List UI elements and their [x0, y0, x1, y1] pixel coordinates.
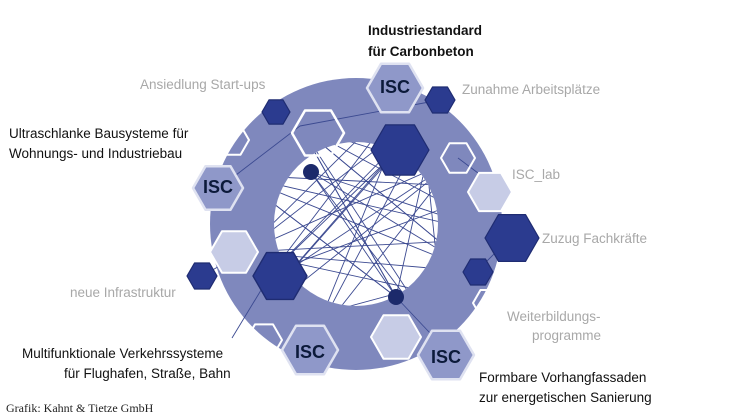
- image-credit: Grafik: Kahnt & Tietze GmbH: [6, 401, 154, 415]
- connection-line: [299, 99, 441, 127]
- connection-line: [310, 171, 438, 273]
- connection-line: [274, 142, 438, 306]
- connection-line: [235, 125, 301, 176]
- label-weiterbildung-line2: programme: [532, 328, 602, 343]
- isc-label-bottom-right: ISC: [431, 347, 461, 367]
- isc-label-top: ISC: [380, 77, 410, 97]
- isc-label-left: ISC: [203, 177, 233, 197]
- hex-isc-bottom-left: [280, 324, 340, 376]
- connection-line: [274, 237, 438, 253]
- hex-small-dark-left-top: [261, 99, 291, 125]
- node-dot-lower: [388, 289, 404, 305]
- connection-line: [274, 142, 419, 273]
- hex-outline-bottom-left: [245, 323, 283, 357]
- connection-line: [274, 147, 401, 273]
- hex-light-bottom: [370, 314, 422, 360]
- label-isc-lab: ISC_lab: [512, 167, 561, 182]
- hex-large-dark-center: [370, 124, 430, 176]
- hex-isc-bottom-right: [416, 329, 476, 381]
- hex-outline-far-left: [214, 124, 250, 156]
- connection-line: [299, 142, 438, 273]
- hex-light-left: [209, 230, 259, 274]
- label-industriestandard-line2: für Carbonbeton: [368, 44, 474, 59]
- connection-line: [299, 142, 438, 306]
- connection-line: [274, 142, 438, 273]
- hex-outline-upper-left: [290, 109, 346, 157]
- hex-small-dark-infrastruktur: [186, 262, 218, 290]
- connection-line: [274, 147, 401, 306]
- label-verkehrssysteme-line2: für Flughafen, Straße, Bahn: [64, 366, 231, 381]
- label-neue-infrastruktur: neue Infrastruktur: [70, 285, 176, 300]
- hex-light-isc-lab: [467, 171, 513, 213]
- label-ansiedlung-startups: Ansiedlung Start-ups: [140, 77, 266, 92]
- label-weiterbildung-line1: Weiterbildungs-: [507, 309, 601, 324]
- connection-line: [310, 171, 397, 298]
- connection-line: [274, 187, 438, 273]
- connection-line: [274, 174, 397, 298]
- label-vorhangfassaden-line2: zur energetischen Sanierung: [479, 390, 652, 405]
- label-bausysteme-line2: Wohnungs- und Industriebau: [9, 146, 183, 161]
- hex-outline-right: [440, 142, 476, 174]
- isc-label-bottom-left: ISC: [295, 342, 325, 362]
- connection-line: [395, 142, 438, 298]
- hex-dark-left-lower: [252, 251, 308, 301]
- label-bausysteme-line1: Ultraschlanke Bausysteme für: [9, 126, 189, 141]
- connection-line: [310, 171, 438, 239]
- hex-outline-weiterbildung: [472, 289, 504, 317]
- label-zuzug-fachkraefte: Zuzug Fachkräfte: [542, 231, 648, 246]
- hexagon-nodes: [186, 62, 540, 381]
- label-zunahme-arbeitsplaetze: Zunahme Arbeitsplätze: [462, 82, 601, 97]
- hex-isc-top: [365, 62, 425, 114]
- label-vorhangfassaden-line1: Formbare Vorhangfassaden: [479, 370, 647, 385]
- connection-line: [417, 142, 438, 306]
- connection-line: [310, 171, 438, 306]
- node-dot-upper: [303, 164, 319, 180]
- hex-small-dark-right-top: [424, 86, 456, 114]
- connection-line: [274, 142, 419, 253]
- hex-dark-fachkraefte: [484, 214, 540, 262]
- label-verkehrssysteme-line1: Multifunktionale Verkehrssysteme: [22, 346, 224, 361]
- hex-small-dark-right: [462, 258, 494, 286]
- hex-isc-left: [191, 165, 245, 211]
- label-industriestandard-line1: Industriestandard: [368, 23, 483, 38]
- connection-line: [274, 142, 438, 253]
